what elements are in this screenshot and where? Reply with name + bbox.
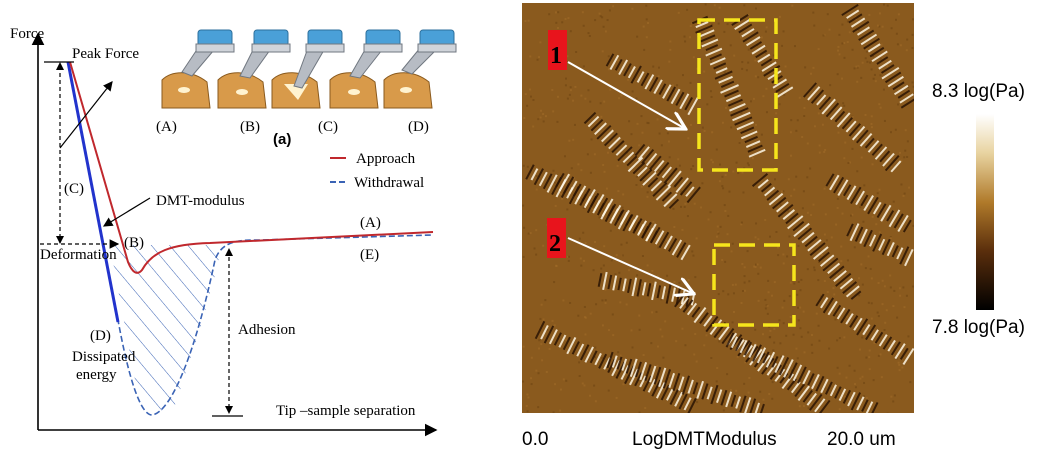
colorbar-max-label: 8.3 log(Pa) — [932, 81, 1025, 102]
adhesion-label: Adhesion — [238, 322, 296, 338]
region-marker-1-label: 1 — [550, 43, 562, 69]
dissipated-energy-label-1: Dissipated — [72, 349, 136, 365]
approach-curve — [69, 61, 434, 274]
region-arrow-2 — [567, 237, 692, 293]
legend-approach-label: Approach — [356, 151, 416, 167]
modulus-map — [522, 3, 914, 413]
inset-caption: (a) — [273, 131, 291, 148]
region-box-2 — [712, 243, 796, 327]
inset-stage-label-d: (D) — [408, 119, 429, 135]
inset-stage-3 — [271, 29, 345, 109]
fiber-streaks — [522, 3, 914, 413]
withdrawal-curve — [67, 61, 434, 416]
region-marker-1 — [548, 30, 567, 70]
colorbar-min-label: 7.8 log(Pa) — [932, 317, 1025, 338]
inset-stage-label-b: (B) — [240, 119, 260, 135]
point-label-e: (E) — [360, 247, 379, 263]
dmt-modulus-label: DMT-modulus — [156, 193, 245, 209]
point-label-d: (D) — [90, 328, 111, 344]
region-marker-2 — [547, 218, 566, 258]
inset-stage-4 — [329, 29, 403, 109]
dmt-modulus-slope — [66, 61, 120, 323]
dmt-modulus-map-panel: 1 2 0.0 LogDMTModulus 20.0 um 8.3 log(Pa… — [522, 3, 1025, 450]
legend-withdrawal-label: Withdrawal — [354, 175, 424, 191]
region-box-1 — [697, 18, 778, 172]
peak-force-label: Peak Force — [72, 46, 139, 62]
colorbar — [976, 114, 994, 310]
inset-stage-label-a: (A) — [156, 119, 177, 135]
x-axis-label: Tip –sample separation — [276, 403, 416, 419]
point-label-c: (C) — [64, 181, 84, 197]
point-label-a: (A) — [360, 215, 381, 231]
region-marker-2-label: 2 — [549, 231, 561, 257]
dissipated-energy-label-2: energy — [76, 367, 117, 383]
scan-channel-label: LogDMTModulus — [632, 429, 777, 450]
inset-stage-5 — [383, 29, 457, 109]
force-curve-diagram: Force Tip –sample separation Peak Force … — [10, 26, 457, 437]
point-label-b: (B) — [124, 235, 144, 251]
inset-stage-label-c: (C) — [318, 119, 338, 135]
inset-stage-1 — [161, 29, 235, 109]
tip-sample-inset: (A) (B) (C) (D) (a) — [156, 29, 457, 148]
y-axis-label: Force — [10, 26, 44, 42]
scan-start-label: 0.0 — [522, 429, 548, 450]
inset-stage-2 — [217, 29, 291, 109]
region-arrow-1 — [567, 61, 684, 128]
deformation-label: Deformation — [40, 247, 117, 263]
scan-end-label: 20.0 um — [827, 429, 896, 450]
